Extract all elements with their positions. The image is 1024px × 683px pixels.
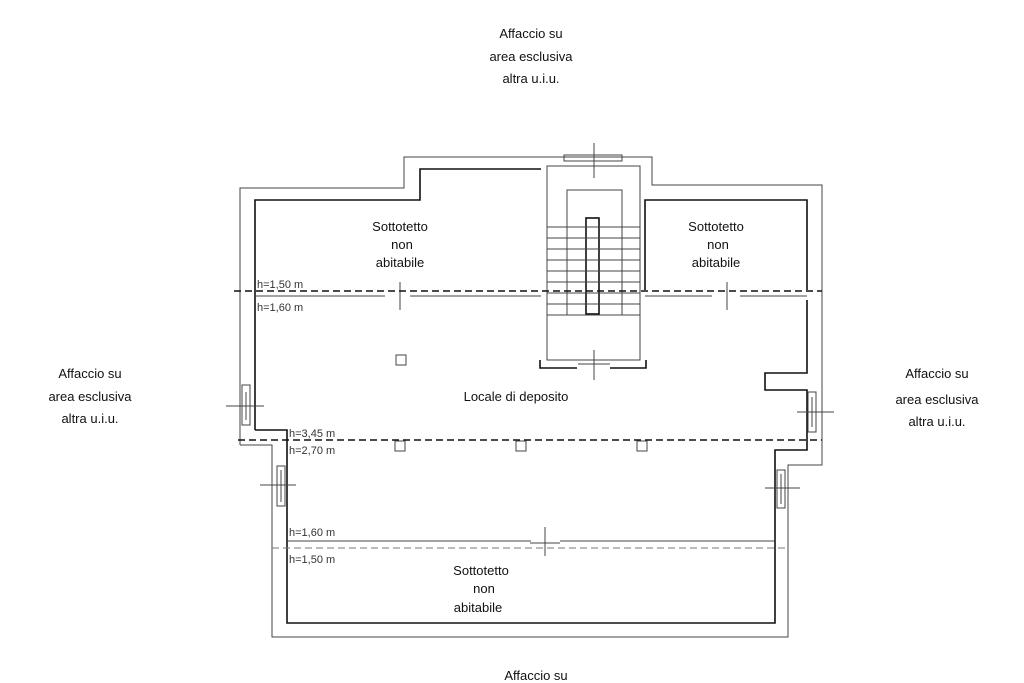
room-label-attic-bottom: Sottotetto: [453, 563, 509, 578]
height-label: h=1,60 m: [289, 527, 335, 539]
height-label: h=1,60 m: [257, 302, 303, 314]
height-label: h=1,50 m: [257, 279, 303, 291]
room-label-attic-left: non: [391, 237, 413, 252]
view-label-top-3: altra u.i.u.: [502, 71, 559, 86]
view-label-top-1: Affaccio su: [499, 26, 562, 41]
room-label-attic-right: abitabile: [692, 255, 740, 270]
stair-rail: [585, 217, 600, 315]
view-label-left-3: altra u.i.u.: [61, 411, 118, 426]
room-label-storage: Locale di deposito: [464, 389, 569, 404]
window-right-lower: [765, 469, 800, 509]
room-label-attic-bottom: abitabile: [454, 600, 502, 615]
view-label-right-3: altra u.i.u.: [908, 414, 965, 429]
room-label-attic-right: Sottotetto: [688, 219, 744, 234]
pillar: [395, 354, 407, 366]
view-label-left-1: Affaccio su: [58, 366, 121, 381]
pillar: [515, 440, 527, 452]
view-label-right-2: area esclusiva: [895, 392, 979, 407]
room-label-attic-bottom: non: [473, 581, 495, 596]
view-label-right-1: Affaccio su: [905, 366, 968, 381]
pillar: [636, 440, 648, 452]
window-left-lower: [260, 465, 296, 507]
inner-wall-right-room: [644, 199, 808, 290]
window-left: [226, 384, 264, 426]
room-label-attic-left: abitabile: [376, 255, 424, 270]
stair-window: [563, 154, 623, 162]
window-right: [797, 391, 834, 433]
view-label-bottom-1: Affaccio su: [504, 668, 567, 683]
outer-wall: [239, 156, 823, 638]
view-label-top-2: area esclusiva: [489, 49, 573, 64]
height-label: h=2,70 m: [289, 445, 335, 457]
height-label: h=1,50 m: [289, 554, 335, 566]
stairwell: [546, 165, 641, 361]
view-label-left-2: area esclusiva: [48, 389, 132, 404]
room-label-attic-right: non: [707, 237, 729, 252]
stair-landing: [566, 189, 623, 316]
room-label-attic-left: Sottotetto: [372, 219, 428, 234]
stair-door-jambs: [539, 360, 577, 369]
stair-steps: [547, 226, 640, 316]
height-label: h=3,45 m: [289, 428, 335, 440]
inner-wall-storage: [255, 300, 808, 624]
inner-wall-left-room: [254, 168, 541, 430]
pillar: [394, 440, 406, 452]
